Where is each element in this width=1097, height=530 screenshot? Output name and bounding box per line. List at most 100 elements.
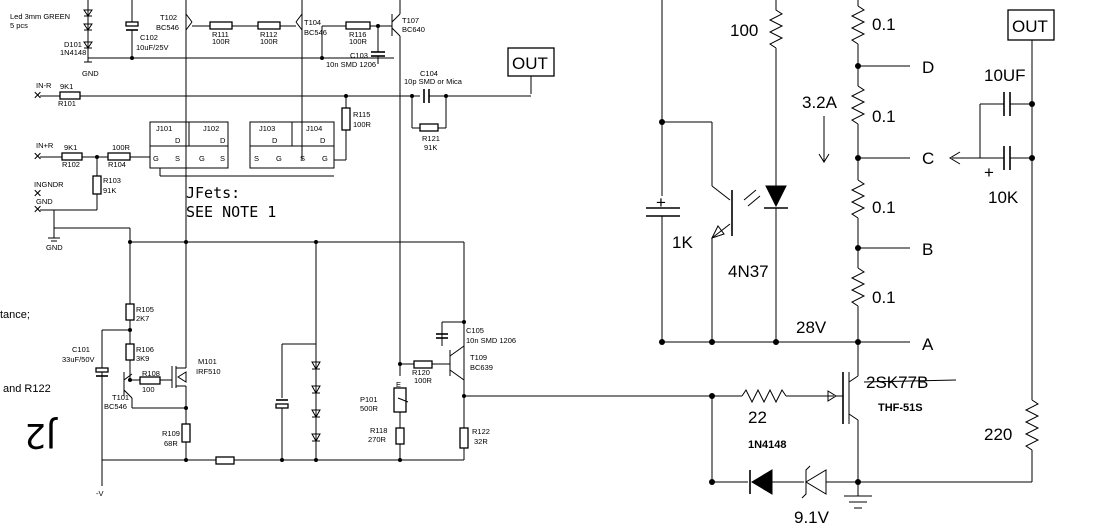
input-r-negative: IN-R ✕ 9K1 R101 C104 10p SMD or Mica R12…	[33, 69, 531, 152]
out-terminal-right: OUT 10UF + 10K 220	[949, 9, 1055, 482]
cap-10uf-label: 10UF	[984, 66, 1026, 85]
res-1k-label: 1K	[672, 233, 693, 252]
pot-e-label: E	[396, 380, 401, 389]
gnd-b-label: GND	[46, 243, 63, 252]
j101-label: J101	[156, 124, 172, 133]
p101-label: P101	[360, 395, 378, 404]
led-stack-top: Led 3mm GREEN 5 pcs D101 1N4148 GND	[10, 0, 394, 78]
r122-value: 32R	[474, 437, 488, 446]
res-22-label: 22	[748, 408, 767, 427]
shunt-ladder: 0.1 0.1 0.1 0.1 D C B A 3.2A	[802, 0, 934, 360]
res-10k-label: 10K	[988, 188, 1019, 207]
gnd-a-cross: ✕	[33, 204, 42, 216]
top-transistor-chain: T102 BC546 R111 100R R112 100R T104 BC54…	[156, 0, 425, 376]
j102-pin-d: D	[220, 136, 226, 145]
j104-label: J104	[306, 124, 322, 133]
r116-value: 100R	[349, 37, 368, 46]
r106-label: R106	[136, 345, 154, 354]
j104-pin-d: D	[320, 136, 326, 145]
c105-value: 10n SMD 1206	[466, 336, 516, 345]
c101-value: 33uF/50V	[62, 355, 95, 364]
j103-pin-g: G	[276, 154, 282, 163]
r106-value: 3K9	[136, 354, 149, 363]
current-label: 3.2A	[802, 93, 838, 112]
r105-label: R105	[136, 305, 154, 314]
bias-network: R105 2K7 R106 3K9 C101 33uF/50V T101 BC5…	[62, 242, 235, 465]
r111-label: R111	[212, 30, 229, 39]
t101-value: BC546	[104, 402, 127, 411]
node-a-label: A	[922, 335, 934, 354]
r109-value: 68R	[164, 439, 178, 448]
fet-new-label: THF-51S	[878, 402, 923, 414]
j101-pin-d: D	[175, 136, 181, 145]
jfet-block: R115 100R J101 J102 J103 J104 D D D D G …	[149, 96, 372, 177]
r118-value: 270R	[368, 435, 387, 444]
r121-label: R121	[422, 134, 440, 143]
r108-label: R108	[142, 369, 160, 378]
c103-value: 10n SMD 1206	[326, 60, 376, 69]
r103-label: R103	[103, 176, 121, 185]
r102-label: R102	[62, 160, 80, 169]
t104-label: T104	[304, 18, 321, 27]
res-220-label: 220	[984, 425, 1012, 444]
c104-value: 10p SMD or Mica	[404, 77, 463, 86]
right-junctions	[659, 63, 1035, 485]
c102-label: C102	[140, 33, 158, 42]
t102-value: BC546	[156, 23, 179, 32]
j102-pin-g: G	[199, 154, 205, 163]
led-note-2: 5 pcs	[10, 21, 28, 30]
p101-value: 500R	[360, 404, 379, 413]
r101-value: 9K1	[60, 82, 73, 91]
diode-label: 1N4148	[748, 439, 787, 451]
j102-pin-s: S	[220, 154, 225, 163]
r112-label: R112	[260, 30, 277, 39]
left-schematic: Led 3mm GREEN 5 pcs D101 1N4148 GND C102…	[0, 0, 712, 498]
j103-label: J103	[259, 124, 275, 133]
d101-value: 1N4148	[60, 48, 86, 57]
gnd-a-label: GND	[36, 197, 53, 206]
gnd-top-label: GND	[82, 69, 99, 78]
out-terminal-left: OUT	[507, 47, 555, 94]
cap-plus-right: +	[984, 163, 994, 182]
opto-label: 4N37	[728, 262, 769, 281]
t101-label: T101	[112, 393, 129, 402]
r120-label: R120	[412, 368, 430, 377]
out-left-label: OUT	[512, 54, 548, 73]
r103-value: 91K	[103, 186, 116, 195]
r108-value: 100	[142, 385, 155, 394]
r116-label: R116	[349, 30, 366, 39]
c102: C102 10uF/25V	[125, 0, 169, 58]
t107-label: T107	[402, 16, 419, 25]
r118-label: R118	[370, 426, 387, 435]
r121-value: 91K	[424, 143, 437, 152]
c105-label: C105	[466, 326, 484, 335]
in-r-pos-cross: ✕	[33, 151, 42, 163]
cap-plus-label: +	[656, 193, 666, 212]
t102-label: T102	[160, 13, 177, 22]
fet-old-label: 2SK77B	[866, 373, 928, 392]
j101-pin-s: S	[175, 154, 180, 163]
node-b-label: B	[922, 240, 933, 259]
in-r-neg-label: IN-R	[36, 81, 52, 90]
t109-value: BC639	[470, 363, 493, 372]
in-r-pos-label: IN+R	[36, 141, 54, 150]
j101-pin-g: G	[153, 154, 159, 163]
opto-section: 100 + 1K 4N37 28V	[646, 0, 858, 343]
right-schematic: 0.1 0.1 0.1 0.1 D C B A 3.2A 100 +	[646, 0, 1055, 527]
output-stage-left: C105 10n SMD 1206 R120 100R T109 BC639 E…	[360, 321, 712, 460]
shunt-value-1: 0.1	[872, 15, 896, 34]
res-100-label: 100	[730, 21, 758, 40]
r104-value: 100R	[112, 143, 131, 152]
r104-label: R104	[108, 160, 126, 169]
r111-value: 100R	[212, 37, 231, 46]
shunt-value-4: 0.1	[872, 288, 896, 307]
c103-label: C103	[350, 51, 368, 60]
in-r-neg-cross: ✕	[33, 90, 42, 102]
j102-label: J102	[203, 124, 219, 133]
m101-value: IRF510	[196, 367, 221, 376]
minus-v-label: -V	[96, 489, 104, 498]
r109-label: R109	[162, 429, 180, 438]
jfets-note-2: SEE NOTE 1	[186, 203, 276, 221]
r112-value: 100R	[260, 37, 279, 46]
